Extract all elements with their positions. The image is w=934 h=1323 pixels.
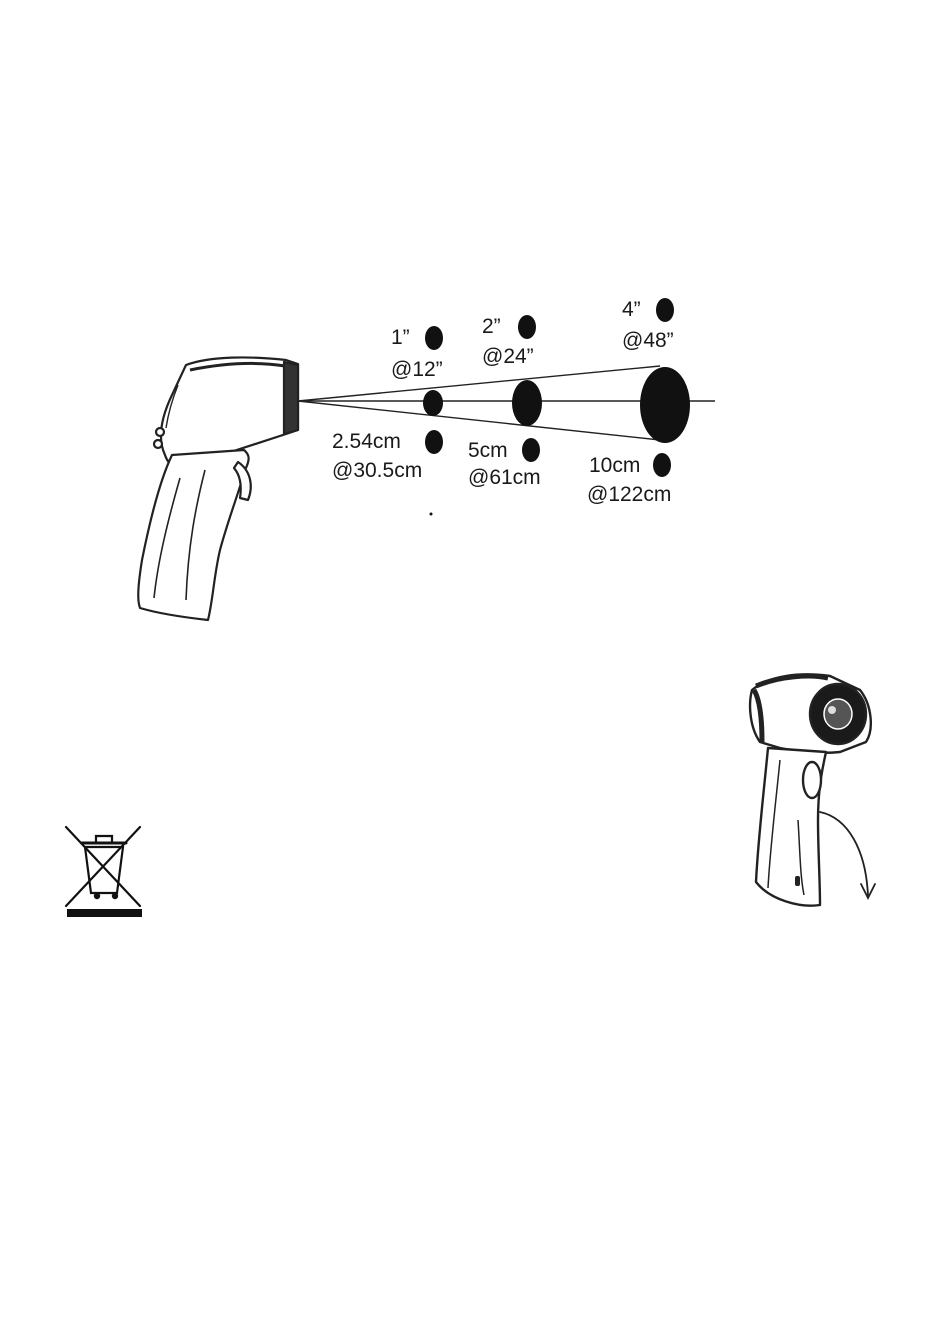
label-met-3-size: 10cm <box>589 454 640 478</box>
spot-1 <box>423 390 443 416</box>
label-imp-3-distance: @48” <box>622 329 674 353</box>
label-imp-2-distance: @24” <box>482 345 534 369</box>
spot-2 <box>512 380 542 426</box>
label-dot-met-1 <box>425 430 443 454</box>
label-met-3-distance: @122cm <box>587 483 671 507</box>
label-dot-imp-3 <box>656 298 674 322</box>
label-met-2-size: 5cm <box>468 439 508 463</box>
label-imp-1-distance: @12” <box>391 358 443 382</box>
label-met-1-size: 2.54cm <box>332 430 401 454</box>
spot-3 <box>640 367 690 443</box>
label-met-1-distance: @30.5cm <box>332 459 422 483</box>
thermometer-side-view <box>138 357 298 620</box>
spot-markers <box>423 367 690 443</box>
label-imp-2-size: 2” <box>482 315 501 339</box>
thermometer-perspective-view <box>750 674 871 905</box>
label-dot-imp-2 <box>518 315 536 339</box>
label-dot-met-3 <box>653 453 671 477</box>
label-dot-imp-1 <box>425 326 443 350</box>
label-imp-3-size: 4” <box>622 298 641 322</box>
label-imp-1-size: 1” <box>391 326 410 350</box>
stray-dot <box>430 513 433 516</box>
battery-door-arrow <box>820 812 875 898</box>
weee-bin-icon <box>66 827 142 917</box>
label-met-2-distance: @61cm <box>468 466 541 490</box>
upper-cone-line <box>298 366 660 401</box>
label-dot-met-2 <box>522 438 540 462</box>
